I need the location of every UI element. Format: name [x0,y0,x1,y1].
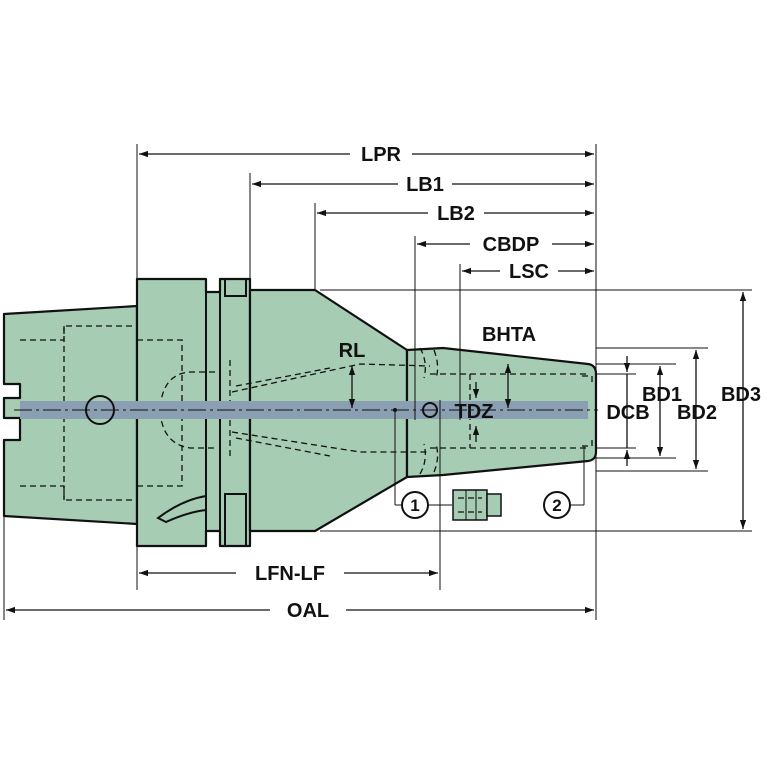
label-lfn-lf: LFN-LF [255,563,325,585]
label-dcb: DCB [606,402,649,424]
dimension-lfn-lf: LFN-LF [139,563,438,585]
callout-2-label: 2 [552,496,561,515]
label-rl: RL [339,340,366,362]
dimension-bd1: BD1 [642,366,682,456]
label-tdz: TDZ [455,401,494,423]
extension-lines [3,144,752,620]
label-lsc: LSC [509,261,549,283]
label-bd1: BD1 [642,384,682,406]
dimension-bhta: BHTA [482,324,536,408]
dimension-lb1: LB1 [252,174,594,196]
label-oal: OAL [287,600,329,622]
label-lb2: LB2 [437,203,475,225]
dimension-lpr: LPR [139,144,594,166]
coolant-port-hsk [85,395,115,425]
callout-2: 2 [543,446,585,519]
dimension-bd2: BD2 [677,350,717,469]
callout-1: 1 [394,410,452,519]
dimension-rl: RL [339,340,366,408]
label-cbdp: CBDP [483,234,540,256]
dimension-cbdp: CBDP [417,234,594,256]
dimension-dcb: DCB [606,356,650,466]
label-bd3: BD3 [721,384,761,406]
coolant-port-nose [422,402,438,418]
label-bhta: BHTA [482,324,536,346]
callout-1-label: 1 [410,496,419,515]
label-lpr: LPR [361,144,402,166]
dimension-oal: OAL [6,600,594,622]
dimension-lsc: LSC [462,261,594,283]
dimension-tdz: TDZ [455,382,494,442]
dimension-lb2: LB2 [317,203,594,225]
dimension-bd3: BD3 [721,292,761,529]
length-adjust-screw-icon [452,489,502,521]
label-bd2: BD2 [677,402,717,424]
label-lb1: LB1 [406,174,444,196]
